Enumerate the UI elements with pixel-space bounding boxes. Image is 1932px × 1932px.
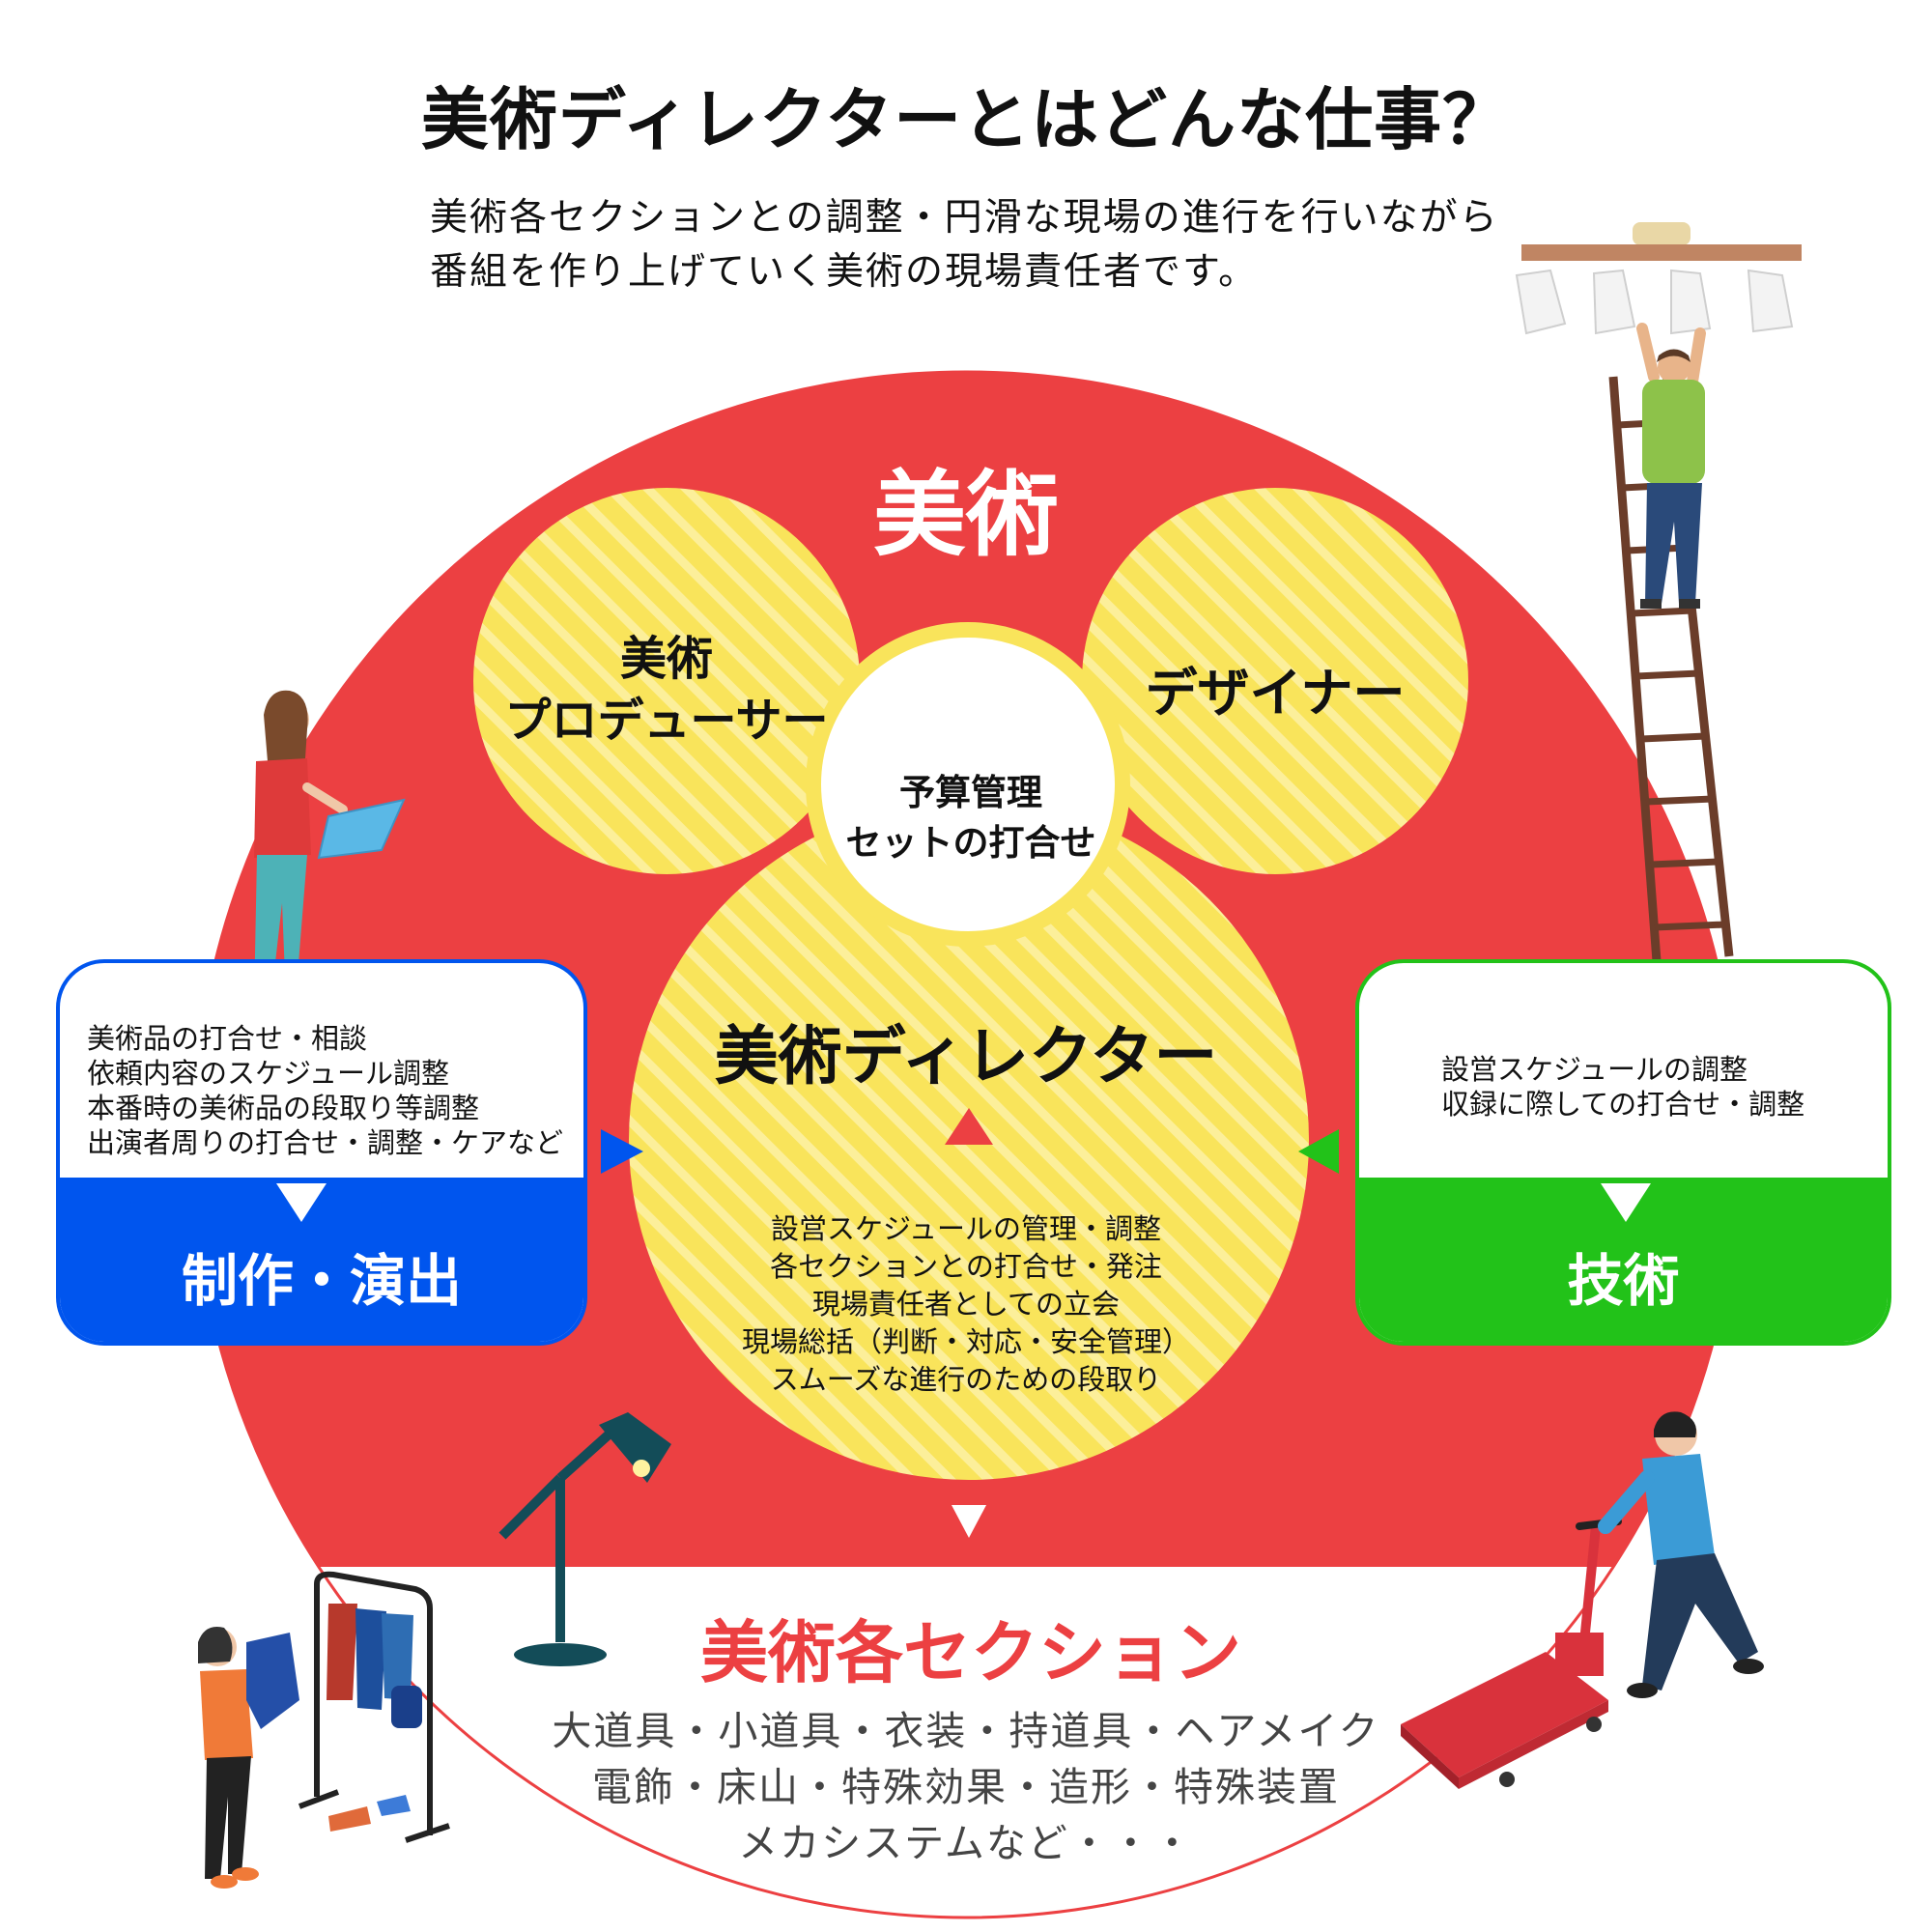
right-arrow-icon [601,1129,643,1174]
producer-circle [473,488,860,874]
subtitle-line-1: 美術各セクションとの調整・円滑な現場の進行を行いながら [430,196,1499,240]
desk-lamp-illustration [498,1412,671,1666]
sections-line-1: 大道具・小道具・衣装・持道具・ヘアメイク [552,1708,1380,1754]
production-item: 美術品の打合せ・相談 [87,1022,368,1055]
production-item: 本番時の美術品の段取り等調整 [87,1092,480,1124]
technical-box: 設営スケジュールの調整 収録に際しての打合せ・調整 技術 [1355,959,1891,1346]
art-label: 美術 [873,461,1059,569]
director-task: 設営スケジュールの管理・調整 [771,1212,1161,1245]
technical-label: 技術 [1359,1178,1888,1342]
production-box: 美術品の打合せ・相談 依頼内容のスケジュール調整 本番時の美術品の段取り等調整 … [56,959,587,1346]
subtitle: 美術各セクションとの調整・円滑な現場の進行を行いながら 番組を作り上げていく美術… [430,191,1589,299]
up-triangle-icon [945,1108,993,1145]
costume-rack-illustration [198,1571,450,1889]
producer-label-line-2: プロデューサー [504,694,829,748]
producer-label: 美術 プロデューサー [464,628,869,752]
technical-item: 設営スケジュールの調整 [1441,1053,1747,1086]
director-label: 美術ディレクター [714,1019,1218,1094]
director-tasks: 設営スケジュールの管理・調整 各セクションとの打合せ・発注 現場責任者としての立… [676,1210,1256,1399]
sections-line-3: メカシステムなど・・・ [738,1820,1194,1866]
director-task: 各セクションとの打合せ・発注 [770,1250,1162,1283]
director-task: 現場総括（判断・対応・安全管理） [741,1325,1190,1358]
ceiling-lamp-illustration [1515,222,1802,335]
pallet-jack-worker-illustration [1401,1411,1764,1789]
technical-items: 設営スケジュールの調整 収録に際しての打合せ・調整 [1359,963,1888,1185]
sections-title: 美術各セクション [700,1613,1241,1692]
technical-notch [1601,1183,1651,1222]
sections-line-2: 電飾・床山・特殊効果・造形・特殊装置 [592,1764,1340,1810]
center-label-line-1: 予算管理 [899,772,1042,813]
technical-item: 収録に際しての打合せ・調整 [1441,1088,1805,1121]
page-title: 美術ディレクターとはどんな仕事？ [420,80,1512,159]
producer-label-line-1: 美術 [619,632,713,686]
designer-label: デザイナー [1145,663,1406,724]
production-notch [276,1183,327,1222]
designer-circle [1082,488,1468,874]
center-white-circle [806,622,1130,947]
budget-set-label: 予算管理 セットの打合せ [811,768,1130,868]
director-task: スムーズな進行のための段取り [770,1363,1162,1396]
left-arrow-icon [1298,1129,1339,1174]
director-task: 現場責任者としての立会 [811,1288,1121,1321]
worker-on-ladder-illustration [1636,323,1706,609]
down-triangle-icon [952,1505,986,1538]
production-item: 出演者周りの打合せ・調整・ケアなど [87,1126,564,1159]
center-label-line-2: セットの打合せ [845,822,1096,864]
production-item: 依頼内容のスケジュール調整 [87,1057,449,1090]
production-items: 美術品の打合せ・相談 依頼内容のスケジュール調整 本番時の美術品の段取り等調整 … [60,963,583,1185]
subtitle-line-2: 番組を作り上げていく美術の現場責任者です。 [430,250,1259,294]
